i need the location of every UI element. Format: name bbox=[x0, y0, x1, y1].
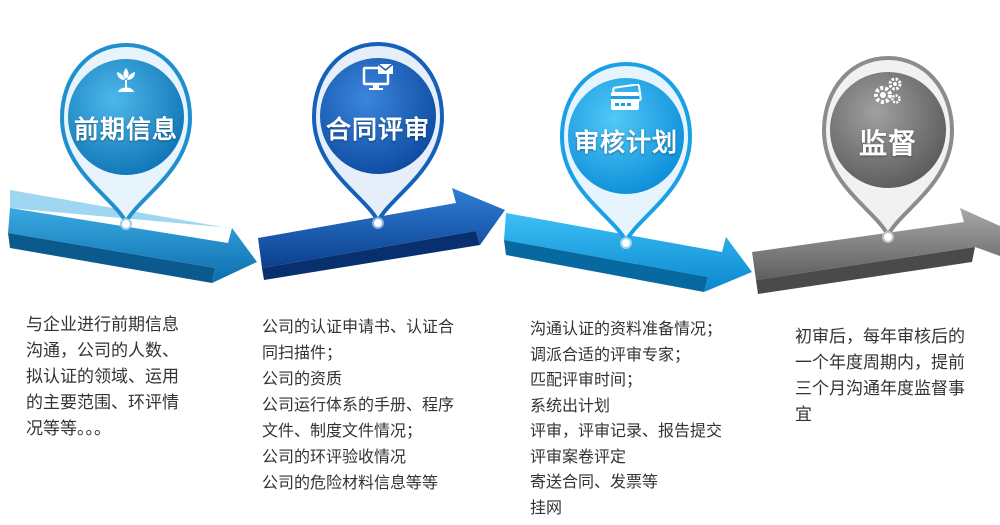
description-line: 系统出计划 bbox=[530, 395, 611, 415]
description-line: 匹配评审时间； bbox=[530, 370, 643, 389]
description-line: 公司的环评验收情况 bbox=[262, 447, 407, 466]
step-4-description: 初审后，每年审核后的 一个年度周期内，提前 三个月沟通年度监督事 宜 bbox=[795, 324, 965, 428]
arrow-step-1 bbox=[8, 190, 257, 283]
description-line: 况等等。。。 bbox=[26, 419, 111, 439]
description-line: 一个年度周期内，提前 bbox=[795, 353, 965, 373]
description-line: 拟认证的领域、运用 bbox=[26, 367, 179, 387]
pin-step-4 bbox=[821, 55, 955, 243]
description-line: 与企业进行前期信息 bbox=[26, 315, 179, 335]
gears-icon bbox=[868, 72, 908, 108]
description-line: 公司的危险材料信息等等 bbox=[262, 473, 439, 492]
pin-step-3 bbox=[559, 61, 693, 249]
description-line: 初审后，每年审核后的 bbox=[795, 327, 965, 347]
step-3-description: 沟通认证的资料准备情况； 调派合适的评审专家； 匹配评审时间； 系统出计划 评审… bbox=[530, 316, 722, 520]
arrow-step-4 bbox=[752, 208, 1000, 294]
description-line: 的主要范围、环评情 bbox=[26, 393, 179, 413]
arrow-step-3 bbox=[504, 213, 752, 292]
description-line: 文件、制度文件情况； bbox=[262, 421, 423, 440]
description-line: 调派合适的评审专家； bbox=[530, 344, 691, 364]
description-line: 挂网 bbox=[530, 497, 563, 517]
description-line: 三个月沟通年度监督事 bbox=[795, 379, 965, 399]
step-4-title: 监督 bbox=[858, 127, 917, 160]
description-line: 评审，评审记录、报告提交 bbox=[530, 421, 723, 440]
step-2-title: 合同评审 bbox=[325, 115, 430, 144]
description-line: 宜 bbox=[795, 405, 812, 425]
description-line: 沟通认证的资料准备情况； bbox=[530, 319, 723, 338]
flower-icon bbox=[106, 62, 146, 98]
pin-step-2 bbox=[311, 41, 445, 229]
description-line: 公司运行体系的手册、程序 bbox=[262, 395, 455, 414]
description-line: 公司的资质 bbox=[262, 369, 343, 388]
description-line: 寄送合同、发票等 bbox=[530, 472, 659, 491]
pin-step-1 bbox=[59, 42, 193, 230]
description-line: 同扫描件； bbox=[262, 343, 343, 362]
step-1-title: 前期信息 bbox=[73, 115, 178, 144]
monitor-mail-icon bbox=[358, 60, 398, 96]
step-2-description: 公司的认证申请书、认证合 同扫描件； 公司的资质 公司运行体系的手册、程序 文件… bbox=[262, 314, 454, 496]
description-line: 公司的认证申请书、认证合 bbox=[262, 317, 455, 336]
arrow-step-2 bbox=[258, 188, 505, 280]
step-3-title: 审核计划 bbox=[573, 128, 678, 157]
step-1-description: 与企业进行前期信息 沟通，公司的人数、 拟认证的领域、运用 的主要范围、环评情 … bbox=[26, 312, 179, 442]
description-line: 沟通，公司的人数、 bbox=[26, 341, 179, 361]
description-line: 评审案卷评定 bbox=[530, 446, 627, 466]
credit-card-icon bbox=[606, 80, 646, 116]
